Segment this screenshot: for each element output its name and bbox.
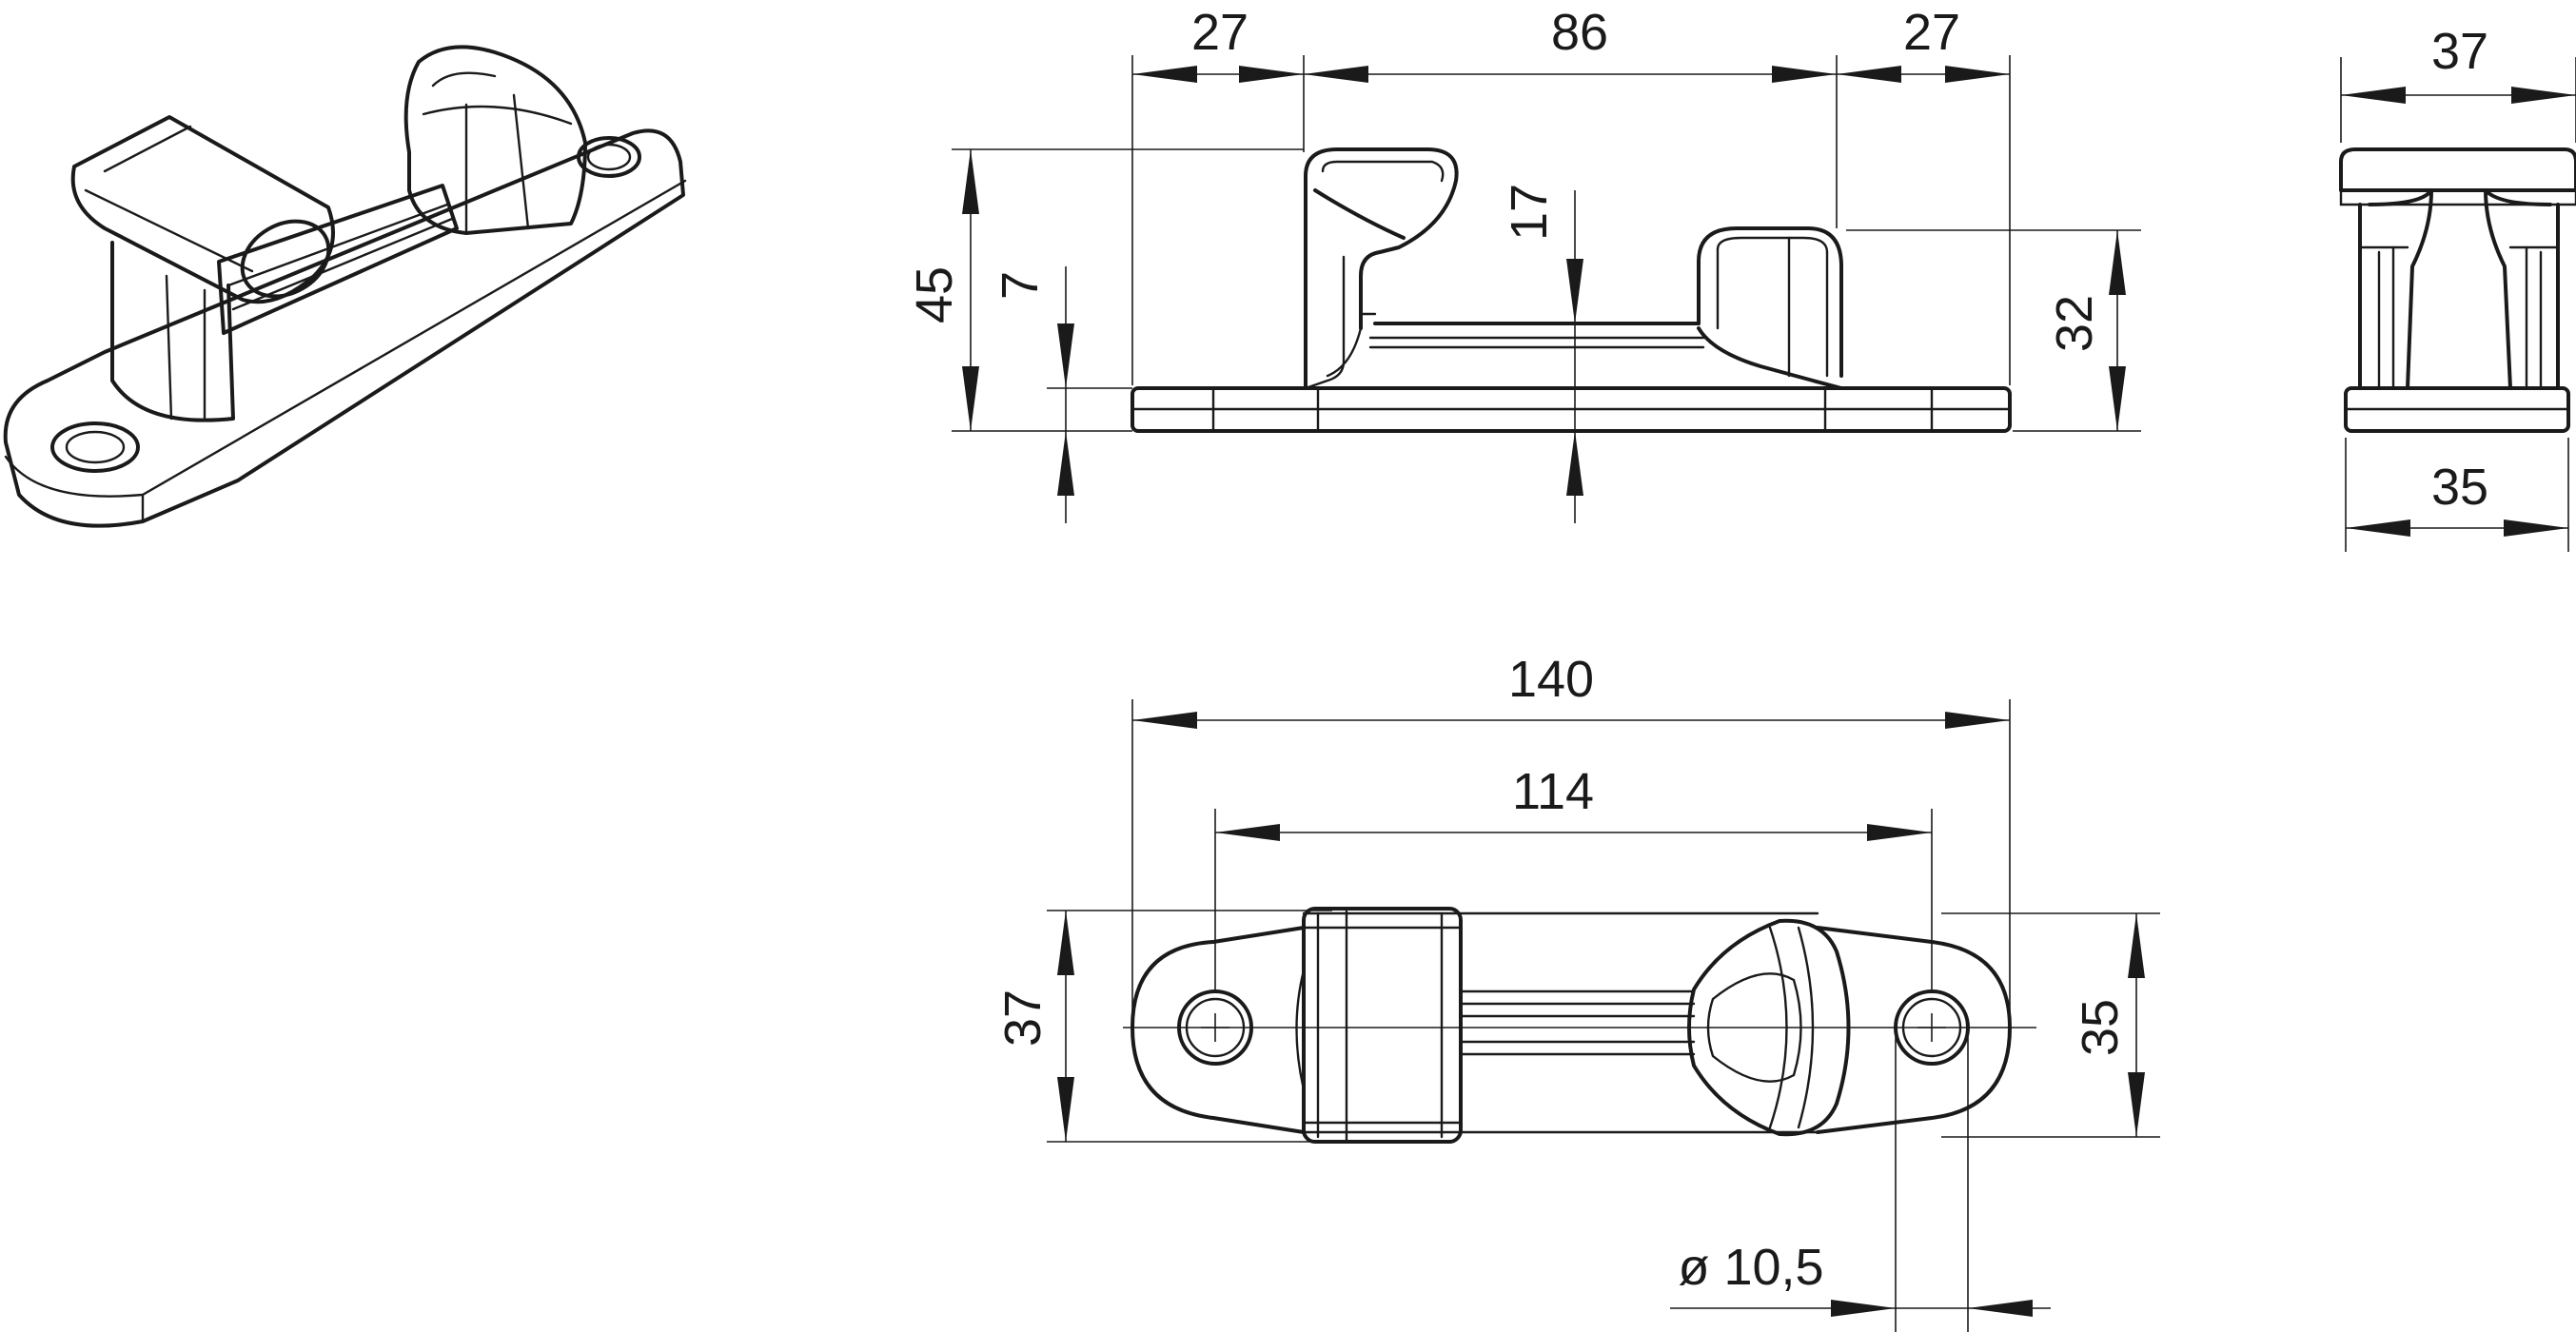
dim-plan-width-left: 37: [994, 989, 1052, 1047]
dim-hole-diameter: ø 10,5: [1678, 1239, 1823, 1296]
dim-side-bottom-width: 35: [2431, 459, 2488, 516]
dim-plan-width-right: 35: [2072, 999, 2129, 1056]
dim-top-middle-width: 86: [1551, 4, 1608, 61]
isometric-view: [3, 45, 687, 528]
front-view: 27 86 27 45 7 17 32: [906, 4, 2141, 523]
dim-top-right-width: 27: [1903, 4, 1960, 61]
dim-total-height: 45: [906, 266, 963, 323]
dim-hole-spacing: 114: [1512, 763, 1594, 820]
dim-horn-height: 32: [2046, 295, 2103, 352]
dim-neck-height: 17: [1501, 184, 1558, 241]
dim-top-left-width: 27: [1191, 4, 1249, 61]
dim-side-top-width: 37: [2431, 23, 2488, 80]
side-view: 37 35: [2339, 23, 2576, 552]
plan-view: 140 114 37 35 ø 10,5: [994, 651, 2160, 1332]
dim-base-thickness: 7: [992, 271, 1049, 300]
dim-overall-length: 140: [1508, 651, 1594, 708]
